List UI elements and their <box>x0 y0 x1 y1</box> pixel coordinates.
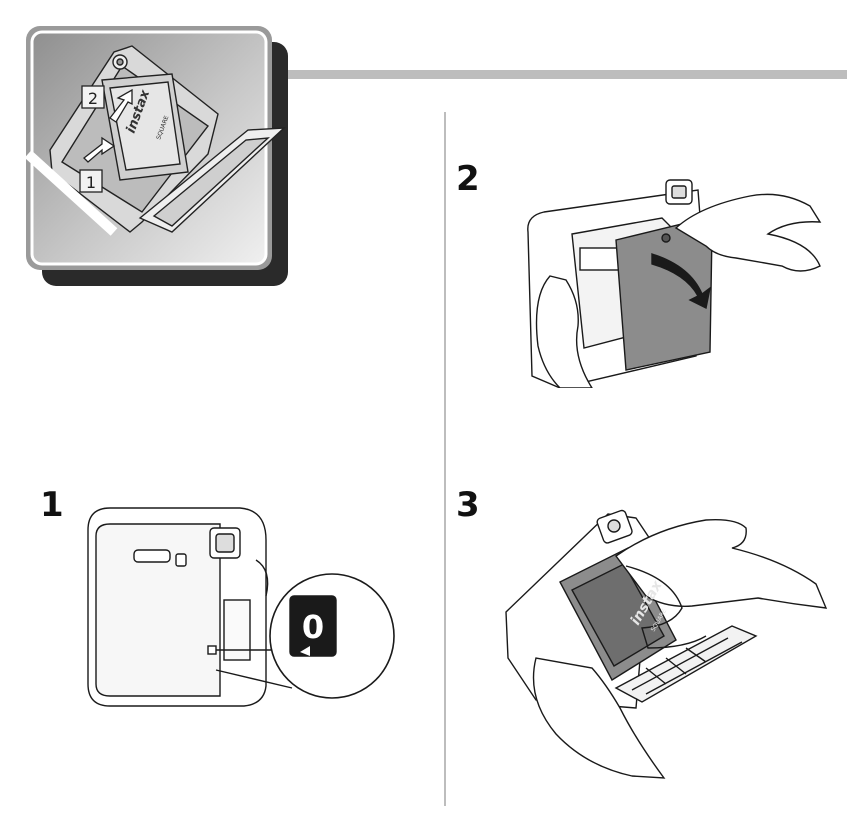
callout-label-1: 1 <box>86 173 96 192</box>
step-2-number: 2 <box>456 159 480 199</box>
header-thumbnail: instax SQUARE 2 1 <box>22 22 292 290</box>
step-1-number: 1 <box>40 485 64 525</box>
callout-box-1 <box>79 169 103 193</box>
step-3-number: 3 <box>456 485 480 525</box>
header-rule <box>285 70 847 79</box>
step-3-illustration: instax SQUARE <box>496 508 832 780</box>
step-2-illustration <box>520 176 830 389</box>
column-divider <box>444 112 446 806</box>
step-1-illustration: 0 <box>80 500 396 776</box>
step-1-counter-digit: 0 <box>302 608 324 646</box>
callout-box-2 <box>81 85 105 109</box>
callout-label-2: 2 <box>88 89 98 108</box>
